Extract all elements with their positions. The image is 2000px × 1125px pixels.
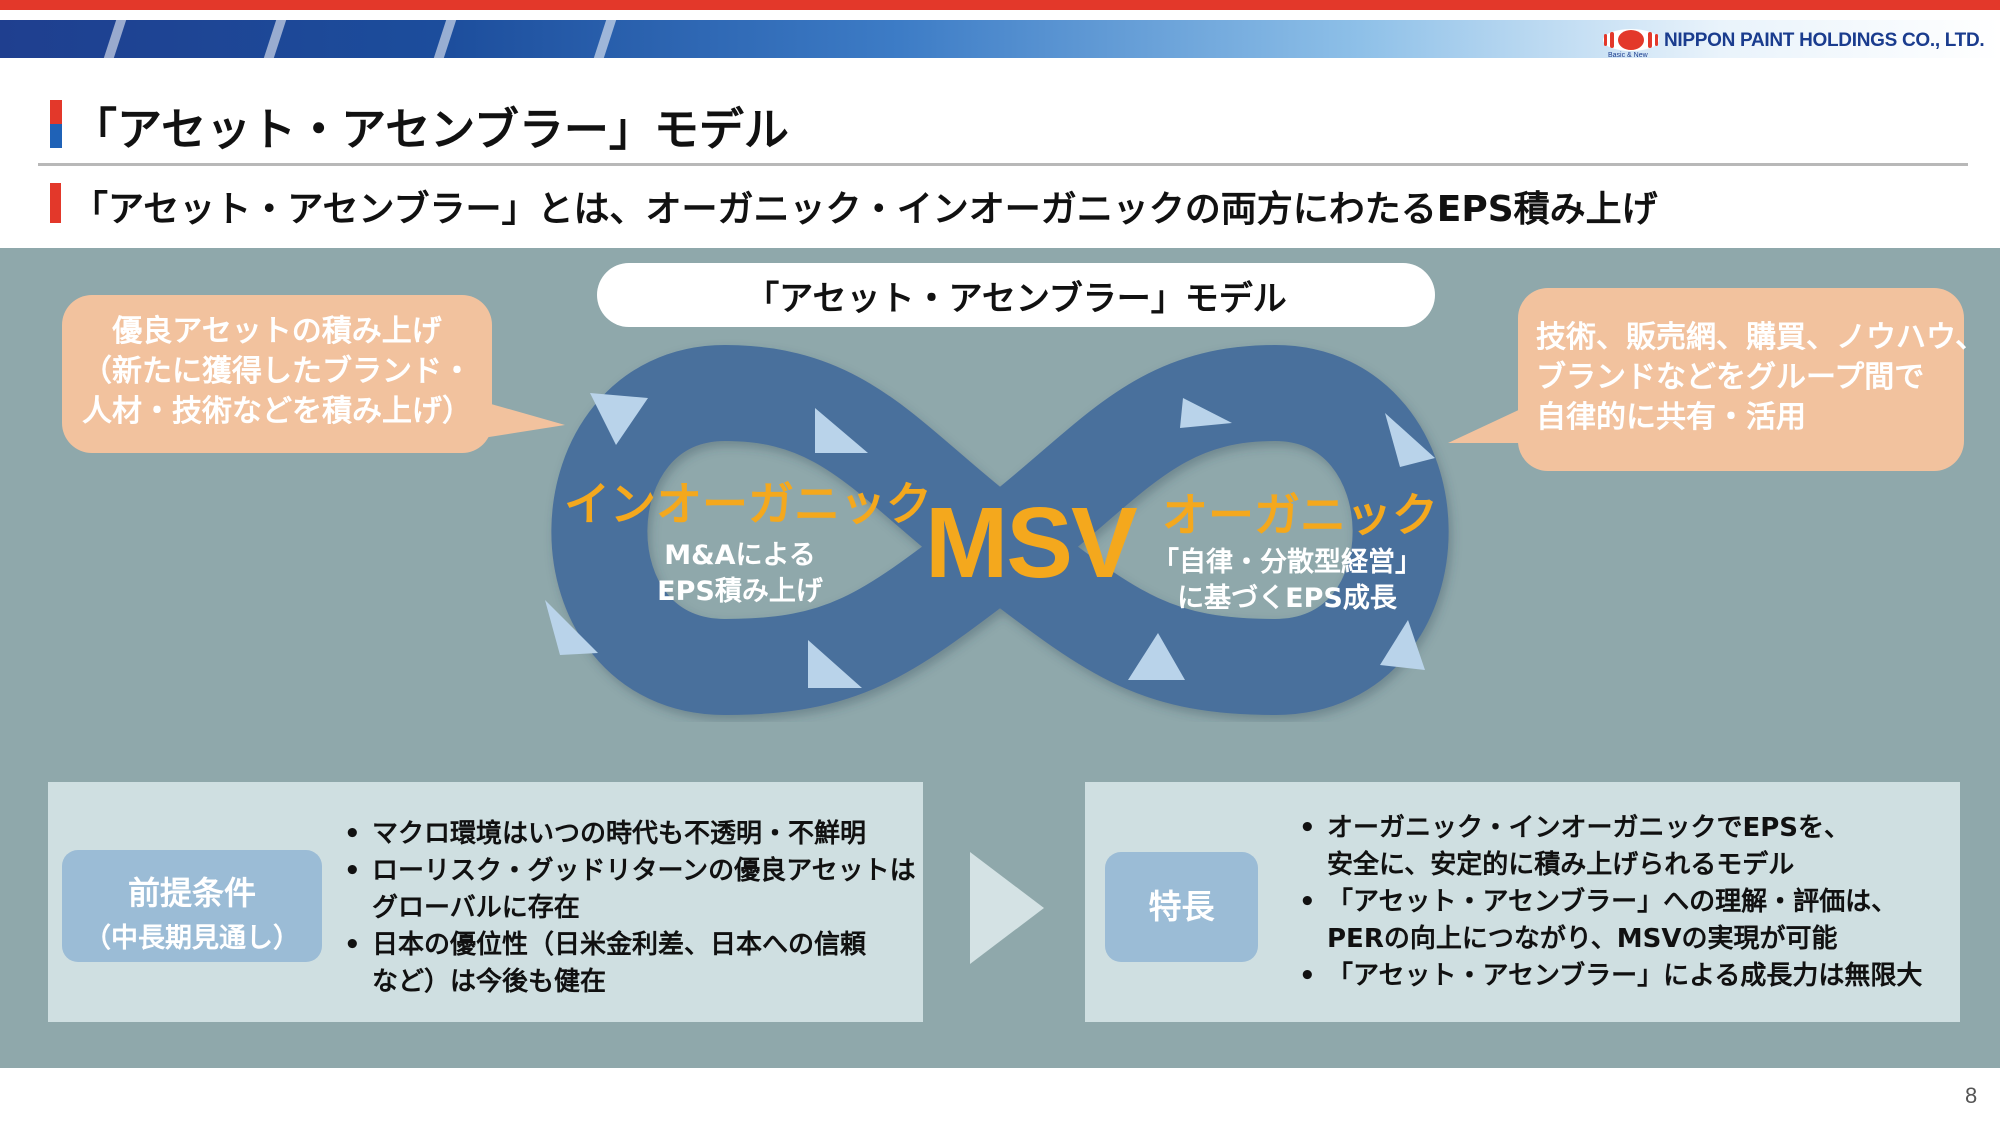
- flow-arrow-icon: [1128, 633, 1185, 680]
- feature-item-line: 「アセット・アセンブラー」への理解・評価は、: [1327, 887, 1898, 917]
- premise-item-line: マクロ環境はいつの時代も不透明・不鮮明: [372, 819, 867, 849]
- feature-item-line: オーガニック・インオーガニックでEPSを、: [1327, 813, 1851, 843]
- title-divider: [38, 163, 1968, 166]
- organic-label: オーガニック: [1162, 488, 1438, 542]
- page-subtitle: 「アセット・アセンブラー」とは、オーガニック・インオーガニックの両方にわたるEP…: [72, 189, 1658, 230]
- flow-arrow-icon: [1180, 398, 1232, 428]
- right-bubble-pointer: [1448, 400, 1540, 443]
- model-label: 「アセット・アセンブラー」モデル: [597, 263, 1435, 327]
- premise-item-line: など）は今後も健在: [372, 967, 607, 997]
- feature-item-line: 「アセット・アセンブラー」による成長力は無限大: [1327, 961, 1923, 991]
- callout-line: 優良アセットの積み上げ: [112, 314, 442, 349]
- infinity-loop: [551, 345, 1449, 715]
- organic-description: 「自律・分散型経営」 に基づくEPS成長: [1137, 545, 1437, 617]
- premise-item-line: ローリスク・グッドリターンの優良アセットは: [372, 856, 916, 886]
- company-tagline: Basic & New: [1608, 52, 1648, 59]
- feature-item-line: PERの向上につながり、MSVの実現が可能: [1327, 924, 1838, 954]
- flow-arrow-icon: [545, 600, 598, 655]
- callout-sharing: 技術、販売網、購買、ノウハウ、 ブランドなどをグループ間で 自律的に共有・活用: [1518, 288, 1986, 471]
- inorganic-label: インオーガニック: [564, 477, 932, 531]
- features-list: オーガニック・インオーガニックでEPSを、 安全に、安定的に積み上げられるモデル…: [1295, 810, 1922, 995]
- feature-item-line: 安全に、安定的に積み上げられるモデル: [1327, 850, 1795, 880]
- page-number: 8: [1965, 1083, 1978, 1108]
- feature-item: 「アセット・アセンブラー」による成長力は無限大: [1295, 958, 1922, 995]
- page-title: 「アセット・アセンブラー」モデル: [72, 103, 789, 156]
- premise-tag: 前提条件 （中長期見通し）: [62, 850, 322, 962]
- description-line: に基づくEPS成長: [1177, 583, 1397, 614]
- company-logo: NIPPON PAINT HOLDINGS CO., LTD. Basic & …: [1600, 26, 1985, 66]
- top-red-bar: [0, 0, 2000, 10]
- flow-arrows: [545, 393, 1435, 688]
- features-tag: 特長: [1105, 852, 1258, 962]
- infinity-loop-diagram: [470, 345, 1540, 715]
- callout-line: 技術、販売網、購買、ノウハウ、: [1536, 320, 1986, 355]
- flow-arrow-icon: [1380, 620, 1425, 670]
- callout-line: 人材・技術などを積み上げ）: [82, 394, 472, 429]
- flow-arrow-icon: [815, 408, 868, 453]
- premise-item: ローリスク・グッドリターンの優良アセットは グローバルに存在: [340, 853, 916, 927]
- left-bubble-pointer: [470, 398, 565, 440]
- callout-assets: 優良アセットの積み上げ （新たに獲得したブランド・ 人材・技術などを積み上げ）: [62, 295, 492, 453]
- callout-line: 自律的に共有・活用: [1536, 400, 1806, 435]
- premise-item-line: グローバルに存在: [372, 893, 580, 923]
- premise-tag-sublabel: （中長期見通し）: [84, 923, 300, 954]
- callout-line: （新たに獲得したブランド・: [82, 354, 472, 389]
- premise-tag-label: 前提条件: [127, 874, 256, 912]
- title-marker: [50, 100, 62, 148]
- subtitle-marker: [50, 183, 61, 223]
- premise-list: マクロ環境はいつの時代も不透明・不鮮明 ローリスク・グッドリターンの優良アセット…: [340, 816, 916, 1001]
- callout-line: ブランドなどをグループ間で: [1536, 360, 1925, 395]
- right-arrow-icon: [970, 852, 1044, 964]
- premise-item-line: 日本の優位性（日米金利差、日本への信頼: [372, 930, 867, 960]
- premise-item: マクロ環境はいつの時代も不透明・不鮮明: [340, 816, 916, 853]
- top-blue-bar: [0, 20, 2000, 58]
- logo-mark-icon: [1603, 29, 1659, 51]
- feature-item: オーガニック・インオーガニックでEPSを、 安全に、安定的に積み上げられるモデル: [1295, 810, 1922, 884]
- flow-arrow-icon: [808, 640, 862, 688]
- premise-item: 日本の優位性（日米金利差、日本への信頼 など）は今後も健在: [340, 927, 916, 1001]
- flow-arrow-icon: [1385, 413, 1435, 467]
- description-line: M&Aによる: [664, 540, 816, 571]
- feature-item: 「アセット・アセンブラー」への理解・評価は、 PERの向上につながり、MSVの実…: [1295, 884, 1922, 958]
- inorganic-description: M&Aによる EPS積み上げ: [600, 538, 880, 610]
- description-line: 「自律・分散型経営」: [1152, 547, 1422, 578]
- description-line: EPS積み上げ: [657, 576, 823, 607]
- company-name: NIPPON PAINT HOLDINGS CO., LTD.: [1664, 30, 1985, 51]
- msv-center-label: MSV: [925, 487, 1138, 599]
- flow-arrow-icon: [590, 393, 648, 445]
